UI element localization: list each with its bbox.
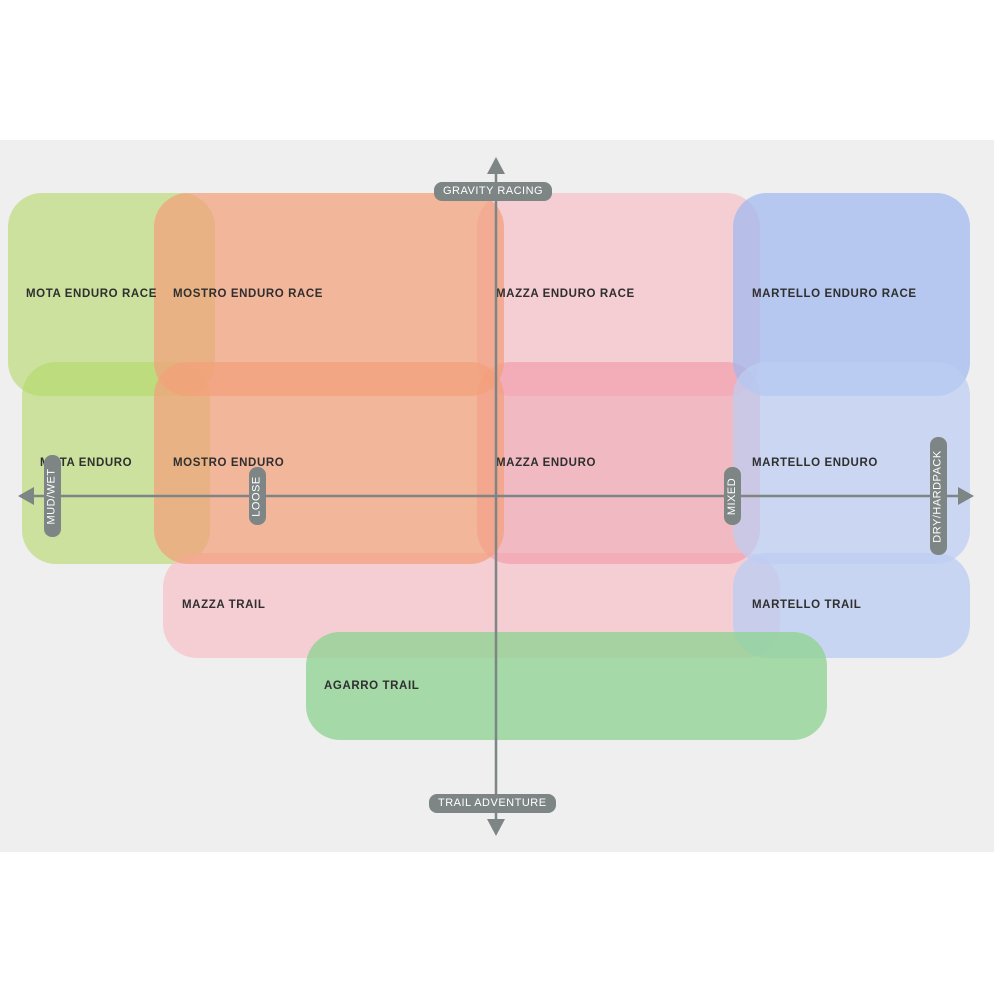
label-martello-enduro: MARTELLO ENDURO	[752, 457, 878, 469]
axis-label-mixed: MIXED	[724, 467, 741, 525]
zone-mazza-enduro	[477, 362, 760, 564]
label-mostro-enduro: MOSTRO ENDURO	[173, 457, 285, 469]
label-mota-enduro-race: MOTA ENDURO RACE	[26, 288, 157, 300]
zone-agarro-trail	[306, 632, 827, 740]
arrow-right-icon	[958, 487, 974, 505]
axis-label-gravity-racing: GRAVITY RACING	[434, 182, 553, 201]
axis-label-mud-wet: MUD/WET	[44, 455, 61, 537]
label-mazza-enduro-race: MAZZA ENDURO RACE	[496, 288, 635, 300]
label-martello-enduro-race: MARTELLO ENDURO RACE	[752, 288, 917, 300]
axis-label-dry-hardpack-text: DRY/HARDPACK	[932, 449, 945, 543]
axis-label-mud-wet-text: MUD/WET	[46, 467, 59, 525]
zone-mostro-enduro	[154, 362, 504, 564]
arrow-up-icon	[487, 157, 505, 174]
axis-label-mixed-text: MIXED	[726, 477, 738, 515]
axis-label-trail-adventure: TRAIL ADVENTURE	[429, 794, 556, 813]
arrow-left-icon	[18, 487, 34, 505]
label-agarro-trail: AGARRO TRAIL	[324, 680, 420, 692]
axis-label-loose: LOOSE	[249, 467, 266, 525]
label-mota-enduro: MOTA ENDURO	[40, 457, 133, 469]
axis-label-loose-text: LOOSE	[251, 475, 263, 517]
label-mostro-enduro-race: MOSTRO ENDURO RACE	[173, 288, 324, 300]
axis-label-dry-hardpack: DRY/HARDPACK	[930, 437, 947, 555]
arrow-down-icon	[487, 819, 505, 836]
label-mazza-enduro: MAZZA ENDURO	[496, 457, 597, 469]
label-mazza-trail: MAZZA TRAIL	[182, 599, 266, 611]
label-martello-trail: MARTELLO TRAIL	[752, 599, 862, 611]
